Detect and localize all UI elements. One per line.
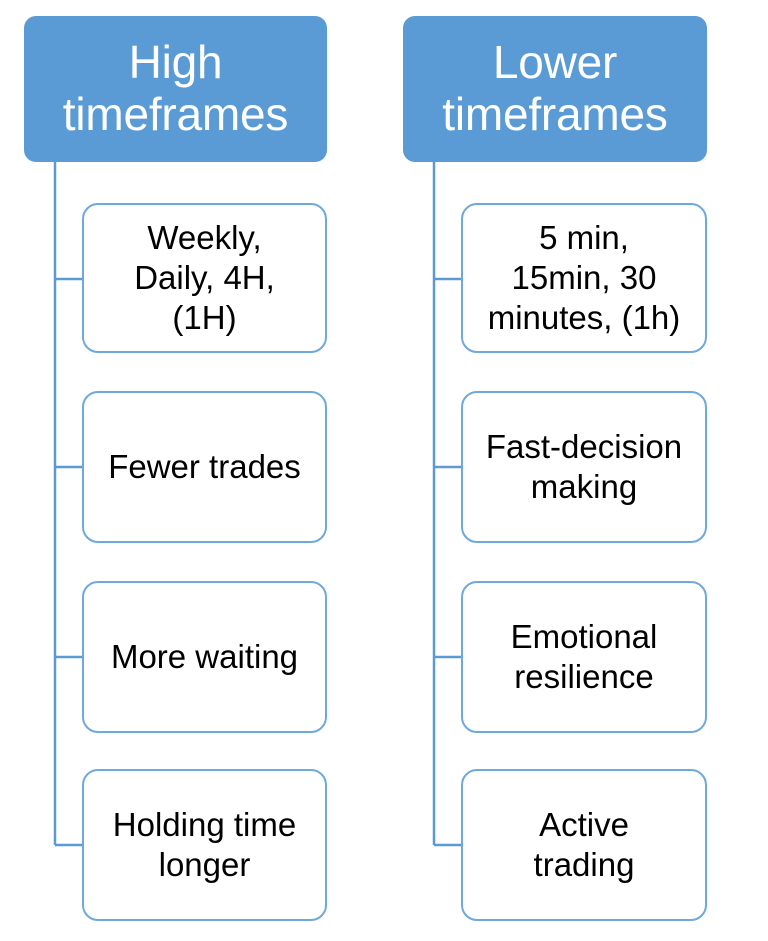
connector-group-high-timeframes xyxy=(53,162,82,847)
leaf-box-htf-item-4[interactable]: Holding time longer xyxy=(82,769,327,921)
connector-group-lower-timeframes xyxy=(432,162,461,847)
leaf-label-htf-item-2: Fewer trades xyxy=(108,447,301,485)
header-label-lower-timeframes: Lower timeframes xyxy=(442,36,668,140)
leaf-box-ltf-item-3[interactable]: Emotional resilience xyxy=(461,581,707,733)
leaf-box-htf-item-3[interactable]: More waiting xyxy=(82,581,327,733)
leaf-box-ltf-item-4[interactable]: Active trading xyxy=(461,769,707,921)
leaf-label-htf-item-4: Holding time longer xyxy=(112,805,297,883)
leaf-label-ltf-item-2: Fast-decision making xyxy=(485,427,683,505)
header-box-lower-timeframes[interactable]: Lower timeframes xyxy=(403,16,707,162)
leaf-box-ltf-item-2[interactable]: Fast-decision making xyxy=(461,391,707,543)
leaf-label-htf-item-3: More waiting xyxy=(110,637,299,675)
leaf-label-ltf-item-1: 5 min, 15min, 30 minutes, (1h) xyxy=(487,218,681,337)
leaf-box-htf-item-2[interactable]: Fewer trades xyxy=(82,391,327,543)
leaf-box-ltf-item-1[interactable]: 5 min, 15min, 30 minutes, (1h) xyxy=(461,203,707,353)
header-label-high-timeframes: High timeframes xyxy=(62,36,289,140)
header-box-high-timeframes[interactable]: High timeframes xyxy=(24,16,327,162)
leaf-label-ltf-item-4: Active trading xyxy=(533,805,635,883)
leaf-label-htf-item-1: Weekly, Daily, 4H, (1H) xyxy=(134,218,275,337)
leaf-box-htf-item-1[interactable]: Weekly, Daily, 4H, (1H) xyxy=(82,203,327,353)
leaf-label-ltf-item-3: Emotional resilience xyxy=(510,617,658,695)
